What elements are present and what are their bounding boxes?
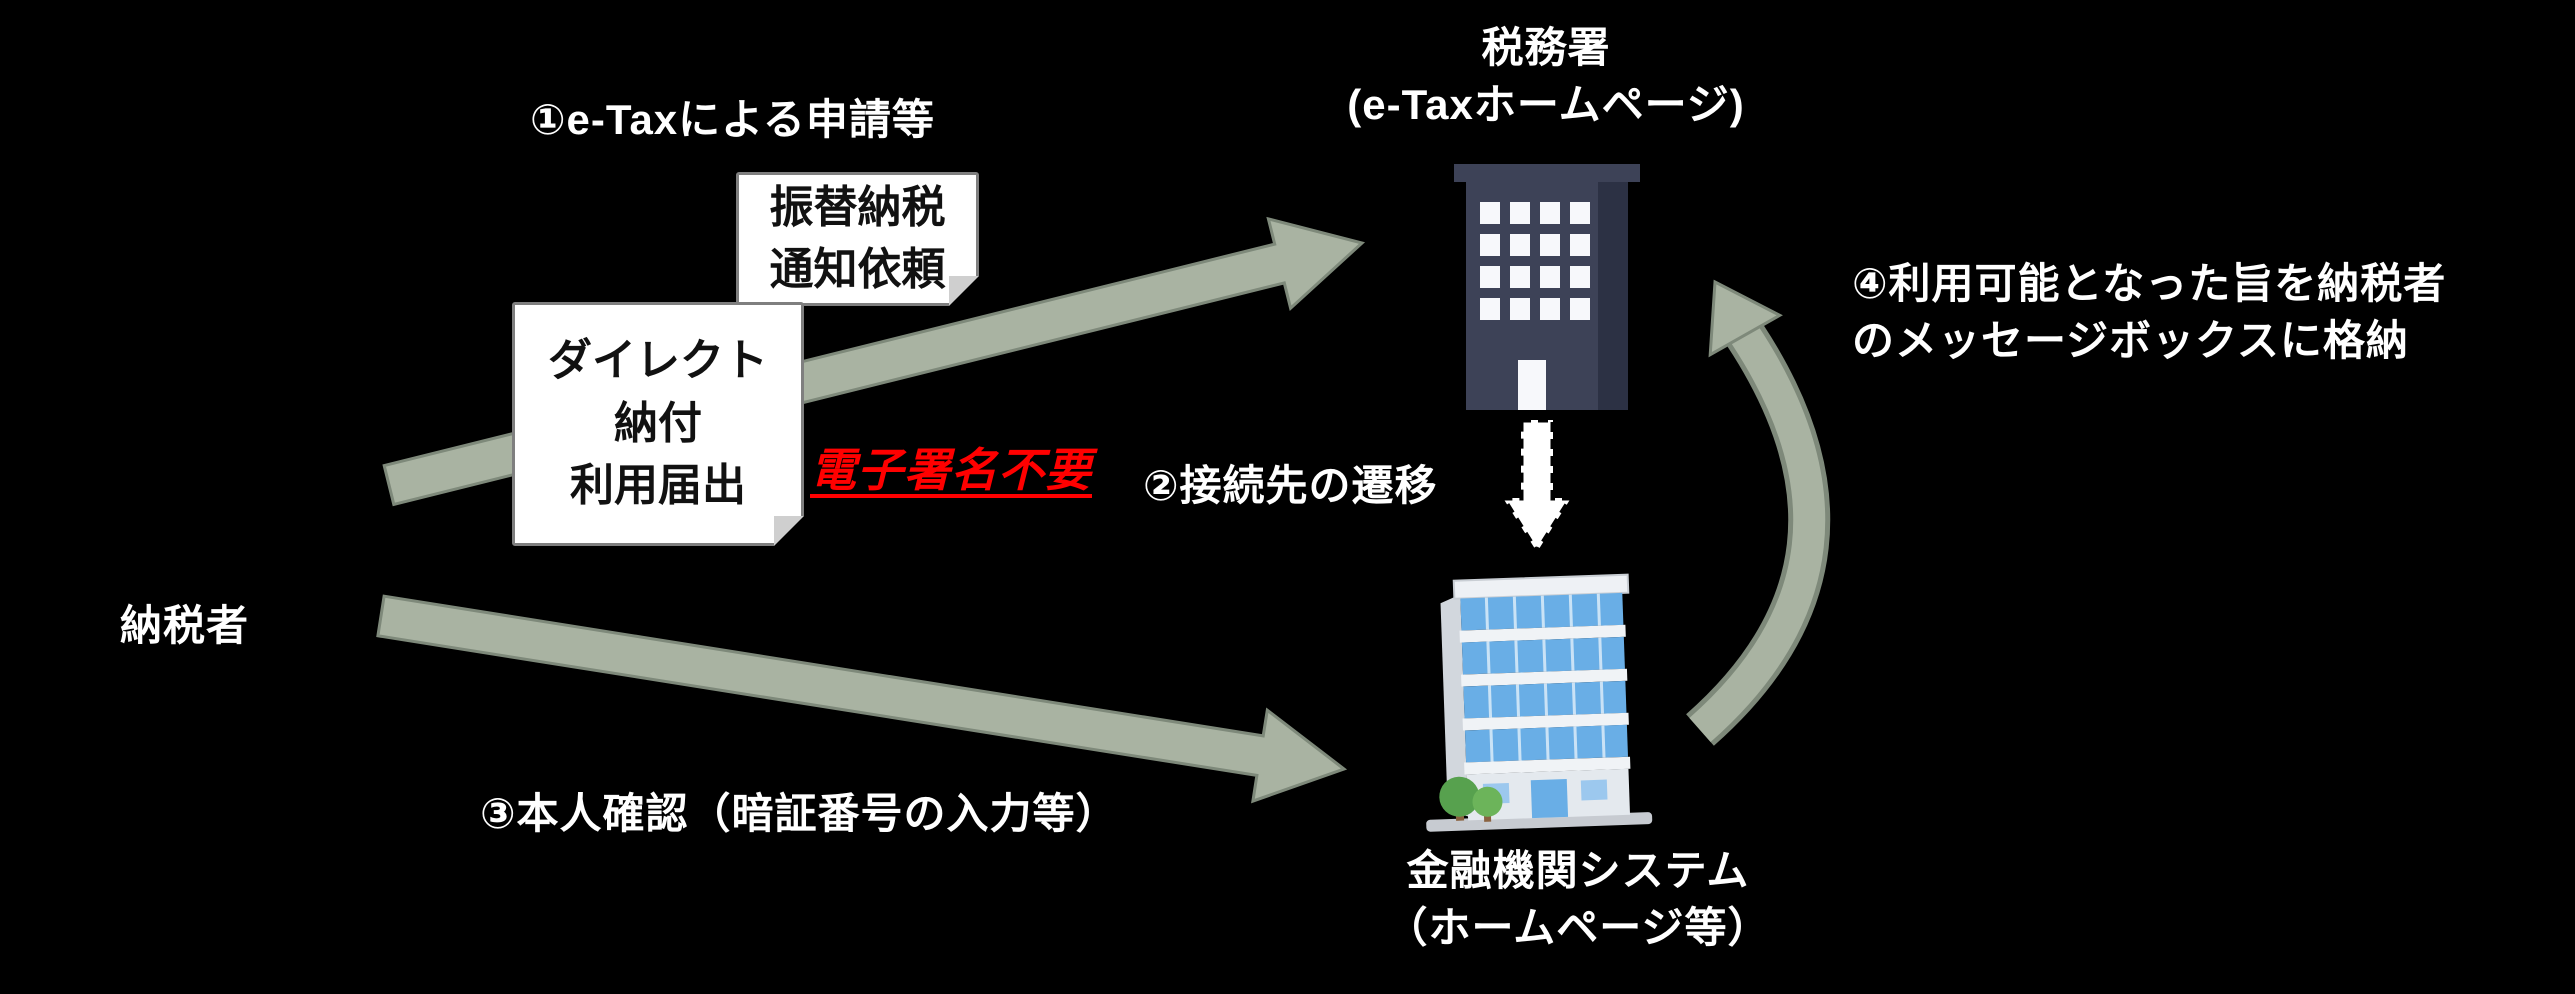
bank-building-icon — [1426, 573, 1653, 832]
tax-office-label: 税務署 (e-Taxホームページ) — [1226, 20, 1866, 133]
step2-label: ②接続先の遷移 — [1143, 462, 1438, 509]
tree-icon — [1439, 776, 1503, 822]
bank-label-line2: （ホームページ等） — [1385, 903, 1771, 951]
connection-transition-arrow-icon — [1498, 417, 1576, 557]
bank-building-shape — [1426, 573, 1653, 832]
office-building-shape — [1454, 164, 1640, 410]
step1-label: ①e-Taxによる申請等 — [530, 96, 935, 143]
note-direct-nofu: ダイレクト 納付 利用届出 — [512, 302, 804, 546]
tax-office-label-line2: (e-Taxホームページ) — [1347, 80, 1745, 128]
tax-office-label-line1: 税務署 — [1481, 24, 1611, 71]
note-furikae-nozei: 振替納税 通知依頼 — [736, 172, 979, 306]
note-line: 利用届出 — [570, 461, 746, 511]
note-line: 通知依頼 — [769, 245, 946, 294]
office-building-icon — [1454, 164, 1640, 410]
note-line: 振替納税 — [769, 182, 946, 232]
step4-label-line2: のメッセージボックスに格納 — [1852, 316, 2409, 364]
identity-check-arrow-icon — [376, 594, 1348, 804]
bank-label-line1: 金融機関システム — [1406, 847, 1750, 894]
note-line: 納付 — [614, 398, 702, 448]
note-line: ダイレクト — [548, 336, 768, 386]
bank-label: 金融機関システム （ホームページ等） — [1248, 843, 1908, 956]
result-return-arrow-icon — [1686, 279, 1831, 746]
taxpayer-label: 納税者 — [120, 602, 250, 649]
no-esignature-label: 電子署名不要 — [810, 444, 1092, 496]
step3-label: ③本人確認（暗証番号の入力等） — [480, 790, 1119, 837]
step4-label: ④利用可能となった旨を納税者 のメッセージボックスに格納 — [1852, 256, 2446, 369]
step4-label-line1: ④利用可能となった旨を納税者 — [1852, 260, 2447, 307]
